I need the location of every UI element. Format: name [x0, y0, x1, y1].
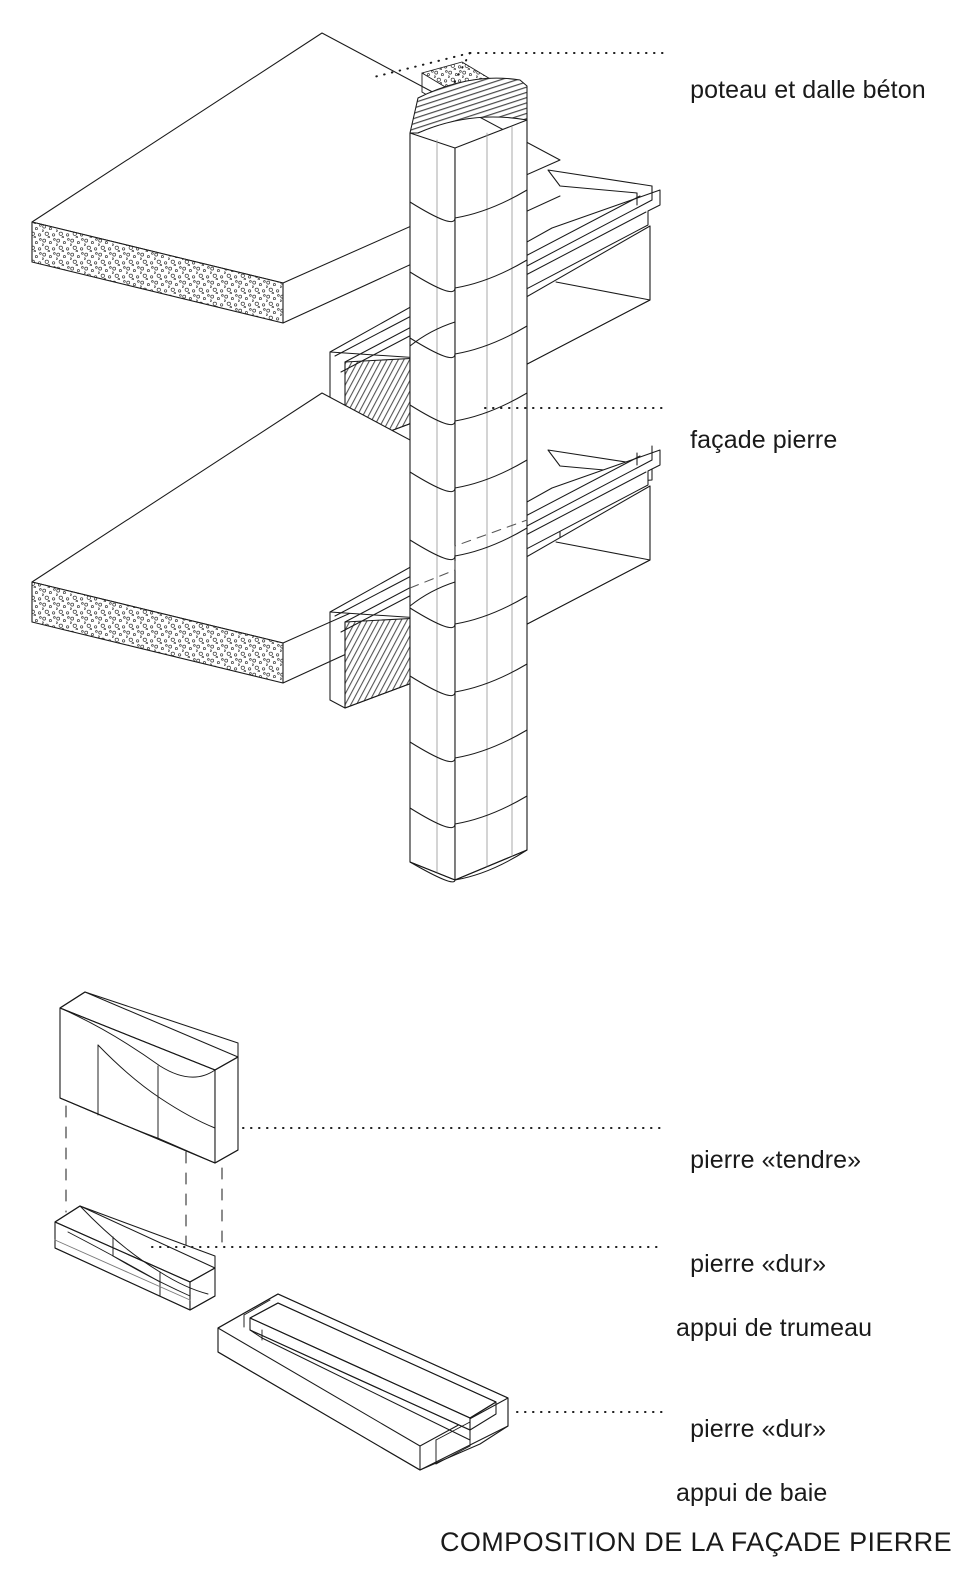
annotation-line-1: façade pierre — [690, 426, 838, 454]
annotation-facade-pierre: façade pierre — [676, 392, 837, 456]
annotation-pierre-tendre: pierre «tendre» — [676, 1112, 861, 1176]
annotation-line-1: poteau et dalle béton — [690, 76, 926, 104]
annotation-appui-de-baie: pierre «dur» appui de baie — [676, 1381, 827, 1541]
annotation-line-1: pierre «dur» — [690, 1250, 827, 1278]
appui-de-trumeau-block — [54, 1205, 216, 1311]
annotation-line-2: appui de baie — [676, 1479, 828, 1507]
annotation-line-1: pierre «tendre» — [690, 1146, 862, 1174]
pierre-tendre-block — [59, 991, 239, 1164]
annotation-appui-de-trumeau: pierre «dur» appui de trumeau — [676, 1216, 872, 1376]
drawing-title: COMPOSITION DE LA FAÇADE PIERRE — [439, 1527, 952, 1557]
alignment-dashes — [65, 1105, 223, 1269]
annotation-poteau-et-dalle-beton: poteau et dalle béton — [676, 42, 926, 106]
annotation-line-2: appui de trumeau — [676, 1314, 873, 1342]
annotation-line-1: pierre «dur» — [690, 1415, 827, 1443]
appui-de-baie-sill — [217, 1293, 509, 1471]
leader-poteau-et-dalle-beton — [369, 52, 665, 88]
stone-column — [409, 61, 528, 883]
